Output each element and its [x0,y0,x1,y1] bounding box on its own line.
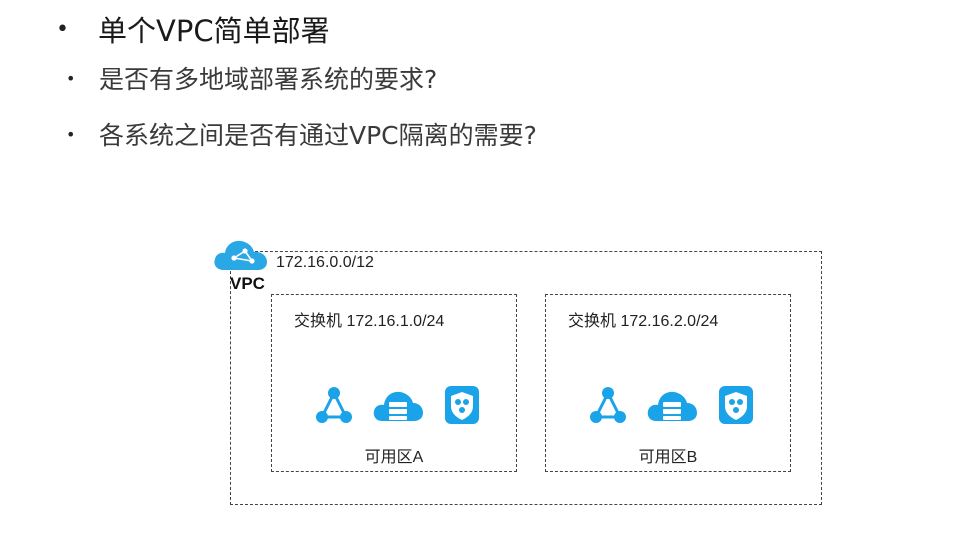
bullet-item-3: • 各系统之间是否有通过VPC隔离的需要? [66,116,537,152]
network-topology-icon [590,387,626,423]
bullet-text-single-vpc: 单个VPC简单部署 [98,14,330,48]
network-topology-icon [316,387,352,423]
cloud-server-icon [647,391,697,421]
vpc-cidr: 172.16.0.0/12 [276,254,374,271]
security-shield-icon [445,386,479,424]
availability-zone-a: 交换机 172.16.1.0/24 可用区A [271,294,517,472]
bullet-text-vpc-isolation: 各系统之间是否有通过VPC隔离的需要? [99,121,537,150]
vpc-label: VPC [230,274,265,293]
bullet-item-2: • 是否有多地域部署系统的要求? [66,60,437,96]
bullet-dot: • [66,68,76,88]
bullet-item-1: • 单个VPC简单部署 [56,8,330,50]
security-shield-icon [719,386,753,424]
zone-label: 可用区A [364,449,424,466]
cloud-server-icon [373,391,423,421]
bullet-dot: • [56,16,69,42]
switch-label: 交换机 172.16.2.0/24 [568,313,719,330]
bullet-dot: • [66,124,76,144]
vpc-cloud-icon [214,240,267,270]
bullet-text-multi-region: 是否有多地域部署系统的要求? [99,65,438,94]
switch-label: 交换机 172.16.1.0/24 [294,313,445,330]
vpc-boundary [230,251,822,505]
availability-zone-b: 交换机 172.16.2.0/24 可用区B [545,294,791,472]
zone-label: 可用区B [638,449,698,466]
